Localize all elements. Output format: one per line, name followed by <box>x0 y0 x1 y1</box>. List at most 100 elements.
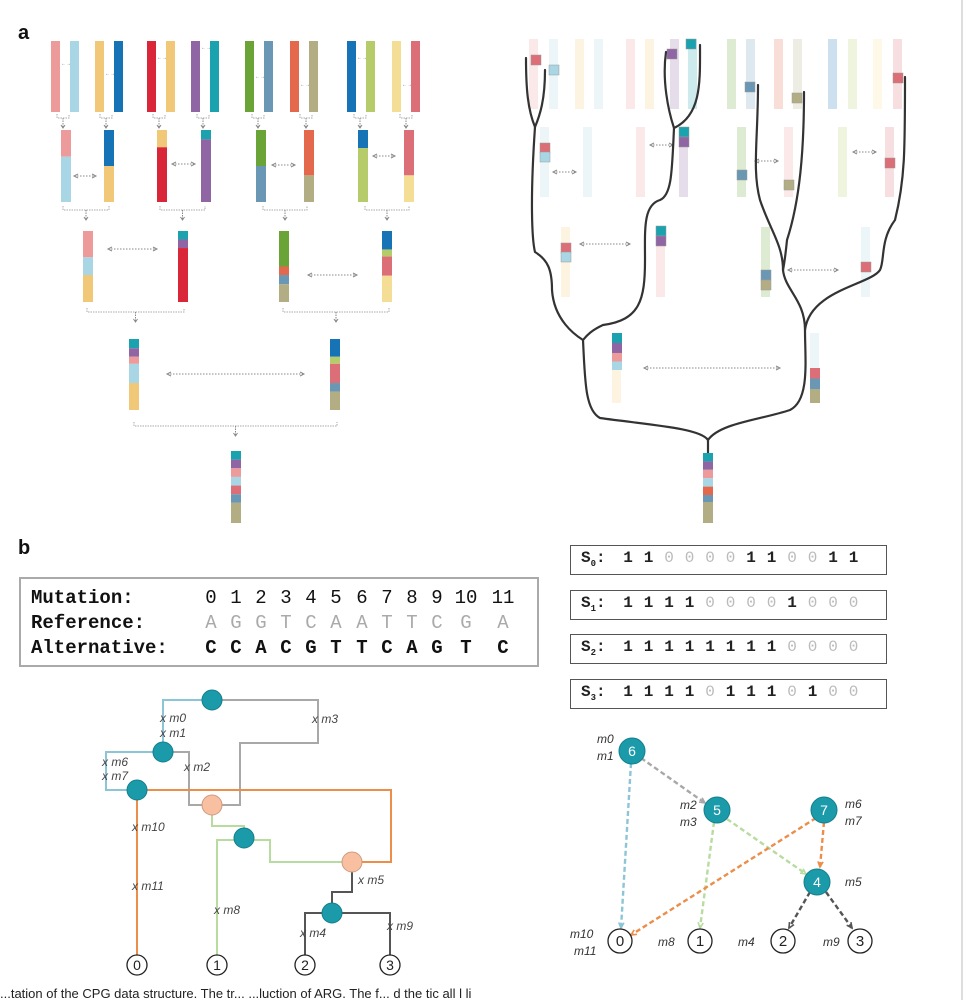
sequence-bit: 0 <box>807 549 818 567</box>
merged-bar-l1-segment <box>304 130 314 176</box>
dag-node-label: 7 <box>820 802 828 818</box>
merged-bar-l3-segment <box>330 356 340 364</box>
faded-chromosome-bar <box>727 39 736 109</box>
chromosome-bar <box>147 41 156 112</box>
arg-leaf-node <box>294 954 316 976</box>
recombine-marker: ←→ <box>157 55 167 61</box>
merged-bar-l1-segment <box>304 175 314 202</box>
alternative-base: C <box>280 637 292 659</box>
highlighted-segment <box>744 81 756 93</box>
dag-mutation-label: m3 <box>680 815 697 829</box>
arg-node <box>201 689 223 711</box>
dag-edge-orange <box>818 821 826 868</box>
faded-chromosome-bar <box>594 39 603 109</box>
root-bar-segment <box>231 451 241 460</box>
highlighted-segment <box>655 235 667 247</box>
sequence-bit: 0 <box>766 594 777 612</box>
merged-bar-l1-segment <box>104 130 114 166</box>
merged-bar-l1-segment <box>256 130 266 166</box>
reference-base: C <box>431 612 443 634</box>
mutation-label: x m7 <box>101 769 129 783</box>
alternative-base: C <box>230 637 242 659</box>
sequence-label: S1: <box>581 594 606 614</box>
mutation-label: x m2 <box>183 760 210 774</box>
highlighted-segment <box>530 54 542 66</box>
arg-leaf-label: 2 <box>301 957 309 973</box>
reference-base: G <box>255 612 267 634</box>
merged-bar-l1-segment <box>404 130 414 176</box>
highlighted-segment <box>760 279 772 291</box>
dag-edge-gray-head <box>698 797 707 805</box>
mutation-label: x m1 <box>159 726 186 740</box>
merge-bracket-l0-arrow <box>357 124 363 129</box>
dag-edge-dark <box>825 891 853 929</box>
recombine-arrow-head-right <box>625 241 632 247</box>
faded-chromosome-bar <box>688 39 697 109</box>
dag-mutation-label: m7 <box>845 814 863 828</box>
reference-base: T <box>381 612 393 634</box>
recombine-arrow-head-right <box>352 272 359 278</box>
colon: : <box>596 683 606 701</box>
dag-leaf-label: 0 <box>616 933 624 950</box>
chromosome-bar <box>114 41 123 112</box>
edge-green <box>254 839 352 863</box>
root-bar <box>231 451 241 523</box>
sequence-name: S <box>581 683 591 701</box>
sequence-bit: 1 <box>725 638 736 656</box>
sequence-index: 0 <box>590 559 597 570</box>
sequence-index: 2 <box>590 648 597 659</box>
sequence-bit: 0 <box>828 594 838 612</box>
dag-leaf-node <box>847 928 873 954</box>
dag-edge-dark-head <box>846 921 854 930</box>
faded-merged-bar <box>679 127 688 197</box>
merge-bracket-l0-arrow <box>60 124 66 129</box>
faded-chromosome-bar <box>774 39 783 109</box>
merge-bracket-l0-arrow <box>403 124 409 129</box>
recombine-arrow-head-left <box>170 161 177 167</box>
recombine-arrow-head-right <box>871 149 878 155</box>
root-bar-segment <box>703 495 713 502</box>
panel-a-label: a <box>18 22 30 44</box>
dag-edge-orange <box>630 816 817 937</box>
highlighted-merged-bar-segment <box>612 361 622 370</box>
dag-mutation-label: m9 <box>823 935 840 949</box>
alternative-row-label: Alternative: <box>31 637 168 659</box>
sequence-bit: 0 <box>746 594 756 612</box>
faded-merged-bar <box>737 127 746 197</box>
merged-bar-l1-segment <box>157 147 167 202</box>
mutation-index: 1 <box>230 587 242 609</box>
merge-bracket-l0-arrow <box>200 124 206 129</box>
dag-edge-dark <box>787 891 812 929</box>
sequence-bit: 1 <box>848 549 859 567</box>
mutation-label: x m8 <box>213 903 240 917</box>
merged-bar-l3-segment <box>129 383 139 410</box>
mutation-label: x m11 <box>131 879 164 893</box>
sequence-label: S2: <box>581 638 606 658</box>
merged-bar-l1 <box>61 130 71 202</box>
mutation-index: 10 <box>454 587 478 609</box>
merged-bar-l1 <box>358 130 368 202</box>
sequence-bit: 0 <box>705 594 715 612</box>
merged-bar-l1-segment <box>404 175 414 202</box>
merged-bar-l3-segment <box>330 383 340 392</box>
chromosome-bar <box>366 41 375 112</box>
dag-mutation-label: m6 <box>845 797 862 811</box>
dag-edge-green-head <box>697 922 704 930</box>
merged-bar-l3-segment <box>129 339 139 349</box>
sequence-index: 3 <box>590 693 597 704</box>
root-bar-segment <box>231 485 241 495</box>
root-bar <box>703 453 713 523</box>
recombine-arrow-head-right <box>833 267 840 273</box>
sequence-bit: 1 <box>746 638 756 656</box>
dag-mutation-label: m2 <box>680 798 697 812</box>
merged-bar-l1-segment <box>104 166 114 202</box>
reference-base: T <box>280 612 292 634</box>
edge-lightblue <box>105 751 153 791</box>
mutation-label: x m6 <box>101 755 128 769</box>
root-bar-segment <box>703 478 713 487</box>
chromosome-bar <box>191 41 200 112</box>
alternative-base: T <box>460 637 472 659</box>
faded-chromosome-bar <box>575 39 584 109</box>
sequence-bit: 0 <box>848 638 859 656</box>
chromosome-bar <box>264 41 273 112</box>
